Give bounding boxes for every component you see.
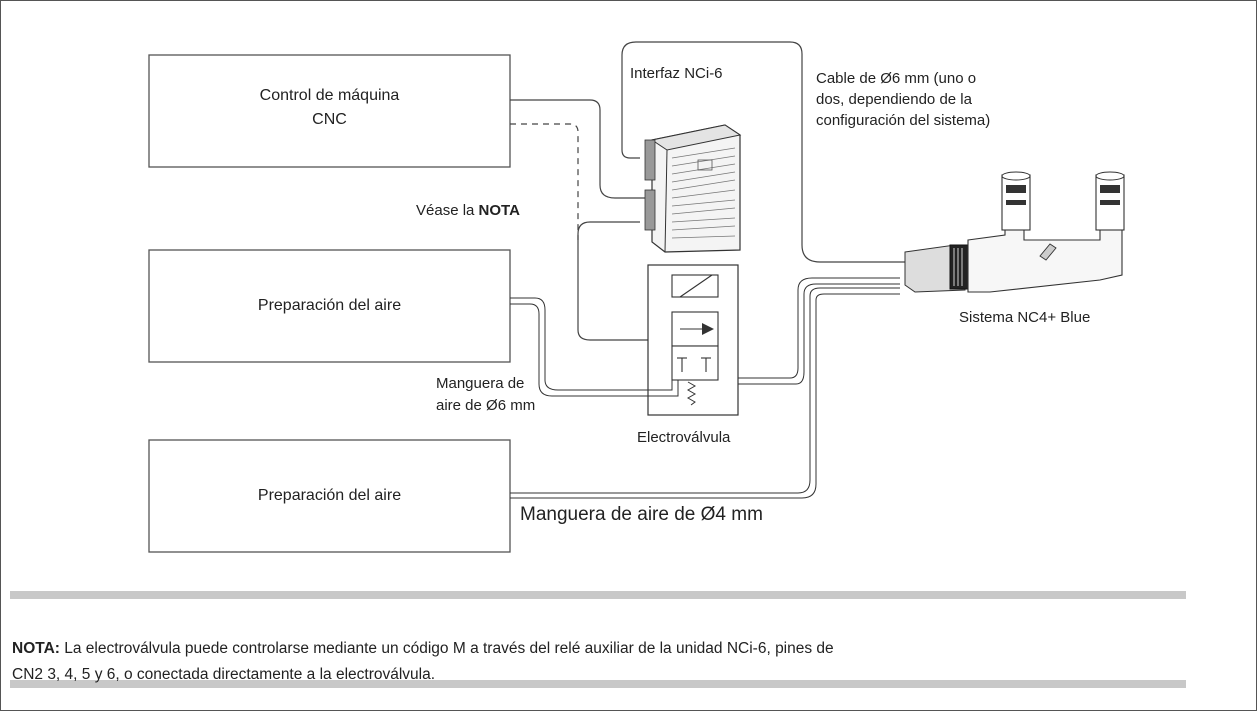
interface-to-valve-cable — [577, 221, 648, 341]
see-note-prefix: Véase la — [416, 202, 479, 219]
nc4-blue-system — [904, 171, 1125, 293]
note-text: La electroválvula puede controlarse medi… — [59, 640, 834, 657]
cable-label: Cable de Ø6 mm (uno o dos, dependiendo d… — [816, 68, 990, 131]
air-prep-label-2: Preparación del aire — [257, 487, 402, 504]
cnc-control-box — [148, 54, 511, 168]
air-prep-box-2 — [148, 439, 511, 553]
see-note-label: Véase la NOTA — [416, 201, 520, 221]
system-label: Sistema NC4+ Blue — [959, 309, 1091, 326]
cable-label-line3: configuración del sistema) — [816, 112, 991, 129]
note-bar-bottom — [10, 680, 1186, 688]
air-hose-4mm — [510, 287, 900, 494]
air-hose-6mm — [510, 297, 673, 391]
note-line1: NOTA: La electroválvula puede controlars… — [12, 636, 1182, 662]
see-note-dashed-line — [510, 123, 579, 240]
solenoid-valve-symbol — [647, 264, 739, 416]
hose-6mm-label-line2: aire de Ø6 mm — [436, 397, 536, 414]
note-block: NOTA: La electroválvula puede controlars… — [12, 636, 1182, 688]
cnc-to-interface-cable — [510, 99, 660, 199]
interface-to-system-cable — [621, 41, 910, 263]
hose-4mm-label: Manguera de aire de Ø4 mm — [520, 504, 763, 525]
interface-label: Interfaz NCi-6 — [630, 65, 723, 82]
air-prep-box-1 — [148, 249, 511, 363]
valve-to-system-hose — [738, 277, 900, 379]
note-prefix: NOTA: — [12, 640, 60, 657]
cnc-label-line2: CNC — [312, 111, 347, 128]
air-prep-label-1: Preparación del aire — [257, 297, 402, 314]
note-bar-top — [10, 591, 1186, 599]
nci6-interface-device — [644, 124, 742, 253]
valve-label: Electroválvula — [637, 429, 731, 446]
note-line2: CN2 3, 4, 5 y 6, o conectada directament… — [12, 666, 436, 683]
see-note-bold: NOTA — [478, 202, 520, 219]
cable-label-line1: Cable de Ø6 mm (uno o — [816, 70, 977, 87]
cnc-control-label: Control de máquina CNC — [149, 84, 510, 132]
cnc-label-line1: Control de máquina — [259, 87, 400, 104]
hose-6mm-label-line1: Manguera de — [436, 375, 525, 392]
hose-6mm-label: Manguera de aire de Ø6 mm — [436, 373, 535, 417]
cable-label-line2: dos, dependiendo de la — [816, 91, 972, 108]
